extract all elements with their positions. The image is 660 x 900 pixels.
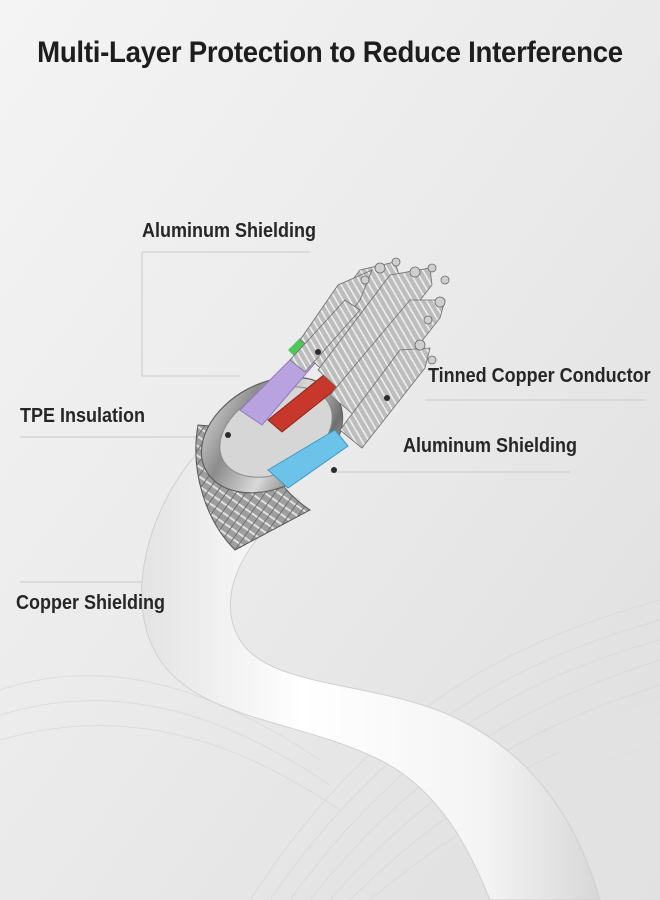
copper-strands bbox=[289, 261, 446, 449]
insulated-cores bbox=[239, 338, 349, 489]
strand-tips bbox=[360, 257, 450, 365]
page-title: Multi-Layer Protection to Reduce Interfe… bbox=[37, 36, 623, 69]
cable-jacket bbox=[141, 444, 601, 900]
label-aluminum-shielding-right: Aluminum Shielding bbox=[403, 435, 578, 457]
label-tinned-copper-conductor: Tinned Copper Conductor bbox=[428, 365, 651, 387]
marker-dots bbox=[225, 349, 390, 473]
label-copper-shielding: Copper Shielding bbox=[16, 592, 166, 614]
label-aluminum-shielding-top: Aluminum Shielding bbox=[142, 220, 317, 242]
label-tpe-insulation: TPE Insulation bbox=[20, 405, 146, 427]
